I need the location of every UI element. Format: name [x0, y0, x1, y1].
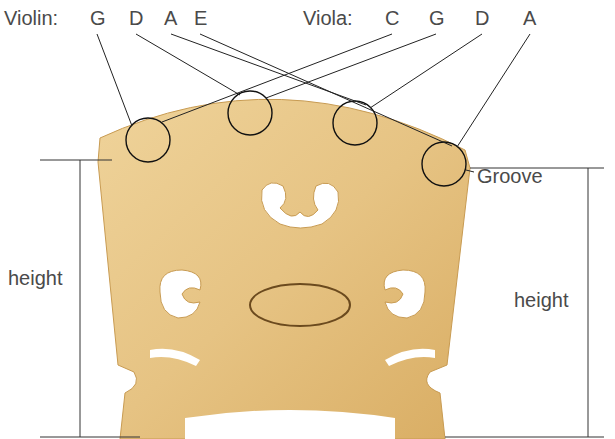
string-letter: A [523, 6, 536, 30]
maker-stamp [250, 284, 350, 326]
string-letter: G [90, 6, 106, 30]
kidney-hole-right [384, 270, 425, 318]
feet-gap [185, 410, 395, 439]
part-label: Groove [477, 164, 543, 188]
string-letter: D [475, 6, 489, 30]
dimension-lines [40, 160, 604, 437]
groove-circle [422, 142, 466, 186]
slot-right [385, 349, 435, 366]
groove-circle [126, 118, 170, 162]
kidney-hole-left [160, 270, 201, 318]
dimension-label: height [8, 266, 63, 290]
string-letter: D [129, 6, 143, 30]
slot-left [150, 349, 200, 366]
heart-hole [261, 183, 338, 228]
dimension-label: height [514, 288, 569, 312]
string-letter: G [429, 6, 445, 30]
string-heading: Viola: [303, 6, 353, 30]
string-letter: A [164, 6, 177, 30]
string-letter: E [194, 6, 207, 30]
string-heading: Violin: [4, 6, 58, 30]
bridge-body [98, 99, 470, 439]
leader-lines [97, 34, 530, 172]
groove-circle [228, 91, 272, 135]
string-letter: C [385, 6, 399, 30]
